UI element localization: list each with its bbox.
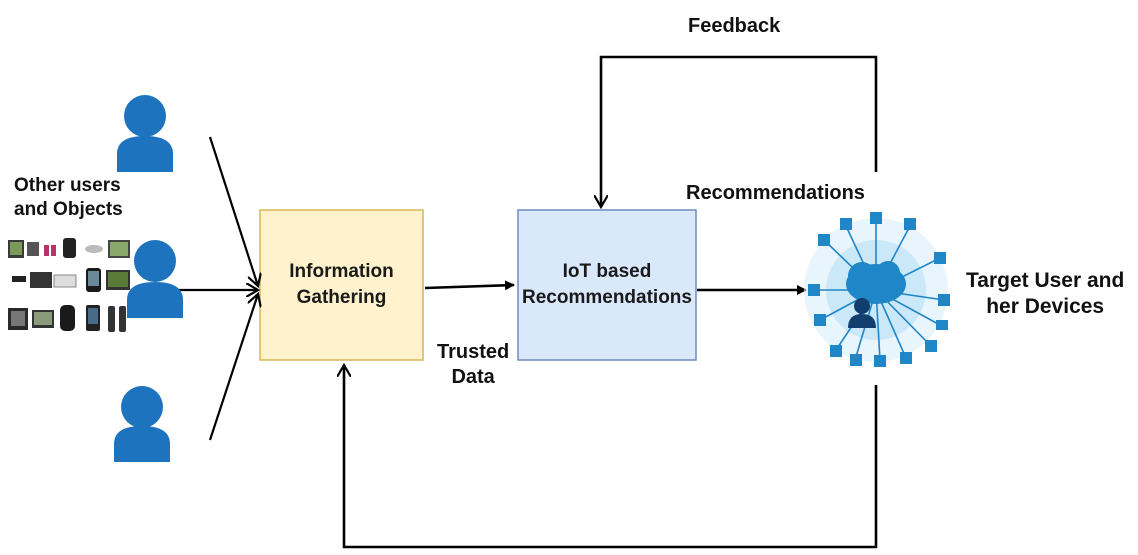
arrow-info-to-iot: [424, 280, 515, 291]
user-icon: [127, 240, 183, 318]
info-box-line2: Gathering: [296, 287, 387, 308]
information-gathering-box-shape: [259, 209, 424, 361]
other-users-line1: Other users: [14, 175, 121, 196]
user-icon: [114, 386, 170, 462]
feedback-label: Feedback: [688, 15, 781, 37]
target-line1: Target User and: [966, 269, 1125, 292]
trusted-line1: Trusted: [437, 341, 510, 363]
recommendations-label: Recommendations: [686, 182, 865, 204]
arrow-user1-to-info: [208, 136, 258, 286]
iot-recommendations-box-shape: [517, 209, 697, 361]
other-users-line2: and Objects: [14, 198, 123, 220]
iot-recommendations-box: IoT based Recommendations: [518, 210, 696, 360]
other-users-label: Other users and Objects: [14, 174, 123, 222]
information-gathering-box: Information Gathering: [260, 210, 423, 360]
devices-collage-icon: [8, 238, 130, 332]
iot-box-line1: IoT based: [562, 261, 652, 283]
target-line2: her Devices: [986, 295, 1105, 319]
bottom-loop-arrow: [344, 365, 878, 549]
feedback-loop-arrow: [601, 55, 878, 207]
iot-hub-icon: [804, 212, 950, 367]
info-box-line1: Information: [289, 261, 394, 283]
target-user-label: Target User and her Devices: [966, 268, 1124, 321]
trusted-data-label: Trusted Data: [437, 340, 509, 390]
iot-box-line2: Recommendations: [522, 287, 692, 308]
user-icon: [117, 95, 173, 172]
arrow-user3-to-info: [208, 294, 258, 441]
trusted-line2: Data: [451, 366, 495, 388]
